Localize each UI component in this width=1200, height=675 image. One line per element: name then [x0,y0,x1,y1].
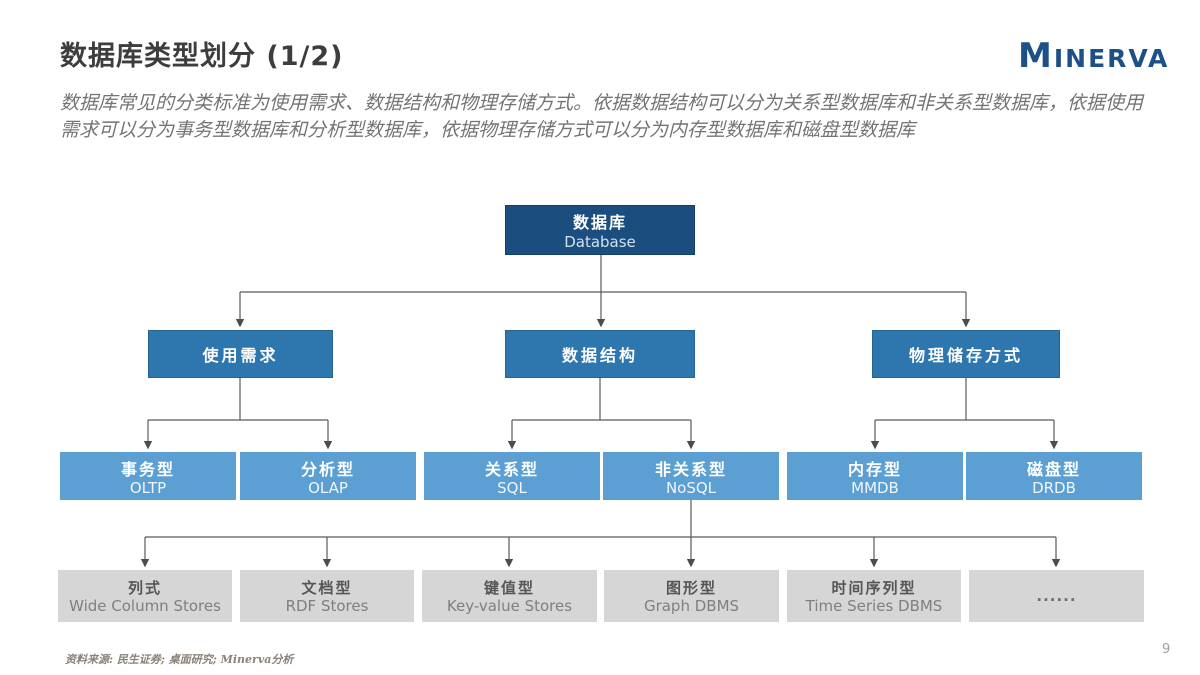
node-ellipsis-others: ...... [969,570,1144,622]
node-label-en: NoSQL [665,478,717,497]
node-label-zh: 图形型 [665,578,717,597]
node-olap: 分析型 OLAP [240,452,416,500]
node-drdb: 磁盘型 DRDB [966,452,1142,500]
node-key-value-stores: 键值型 Key-value Stores [422,570,597,622]
node-label-zh: 数据库 [572,213,627,232]
node-label-zh: 事务型 [120,459,175,479]
node-sql: 关系型 SQL [424,452,600,500]
node-label-en: OLAP [308,478,348,497]
node-database-root: 数据库 Database [505,205,695,255]
node-mmdb: 内存型 MMDB [787,452,963,500]
node-label-zh: 数据结构 [561,346,638,365]
node-label-zh: 内存型 [847,459,902,479]
node-usage-requirement: 使用需求 [148,330,333,378]
node-label-en: DRDB [1032,478,1076,497]
node-label-zh: 使用需求 [202,346,279,365]
minerva-logo: Minerva [1018,36,1170,76]
node-label-zh: 键值型 [483,578,535,597]
node-oltp: 事务型 OLTP [60,452,236,500]
node-label-en: MMDB [851,478,899,497]
node-label-zh: 时间序列型 [831,578,917,597]
node-label-en: Wide Column Stores [69,596,221,615]
source-note: 资料来源: 民生证券; 桌面研究; Minerva分析 [65,653,294,666]
node-label-zh: 分析型 [300,459,355,479]
node-label-en: Database [564,233,636,251]
node-label-zh: 非关系型 [654,459,727,479]
node-label-en: RDF Stores [285,596,369,615]
node-rdf-stores: 文档型 RDF Stores [240,570,414,622]
page-title: 数据库类型划分 (1/2) [60,41,344,72]
node-label-zh: 关系型 [484,459,539,479]
node-label-zh: 磁盘型 [1026,459,1081,479]
page-number: 9 [1162,642,1171,657]
node-wide-column-stores: 列式 Wide Column Stores [58,570,232,622]
node-label-zh: ...... [1036,587,1077,605]
node-label-en: Time Series DBMS [805,596,943,615]
intro-paragraph: 数据库常见的分类标准为使用需求、数据结构和物理存储方式。依据数据结构可以分为关系… [60,92,1144,141]
node-label-en: Graph DBMS [643,596,740,615]
node-graph-dbms: 图形型 Graph DBMS [604,570,779,622]
node-label-zh: 列式 [127,578,162,597]
node-label-en: Key-value Stores [446,596,573,615]
node-data-structure: 数据结构 [505,330,695,378]
node-nosql: 非关系型 NoSQL [603,452,779,500]
node-label-zh: 物理储存方式 [908,346,1023,365]
node-label-zh: 文档型 [301,578,353,597]
node-time-series-dbms: 时间序列型 Time Series DBMS [787,570,961,622]
node-label-en: SQL [497,478,527,497]
node-label-en: OLTP [129,478,167,497]
node-physical-storage: 物理储存方式 [872,330,1060,378]
